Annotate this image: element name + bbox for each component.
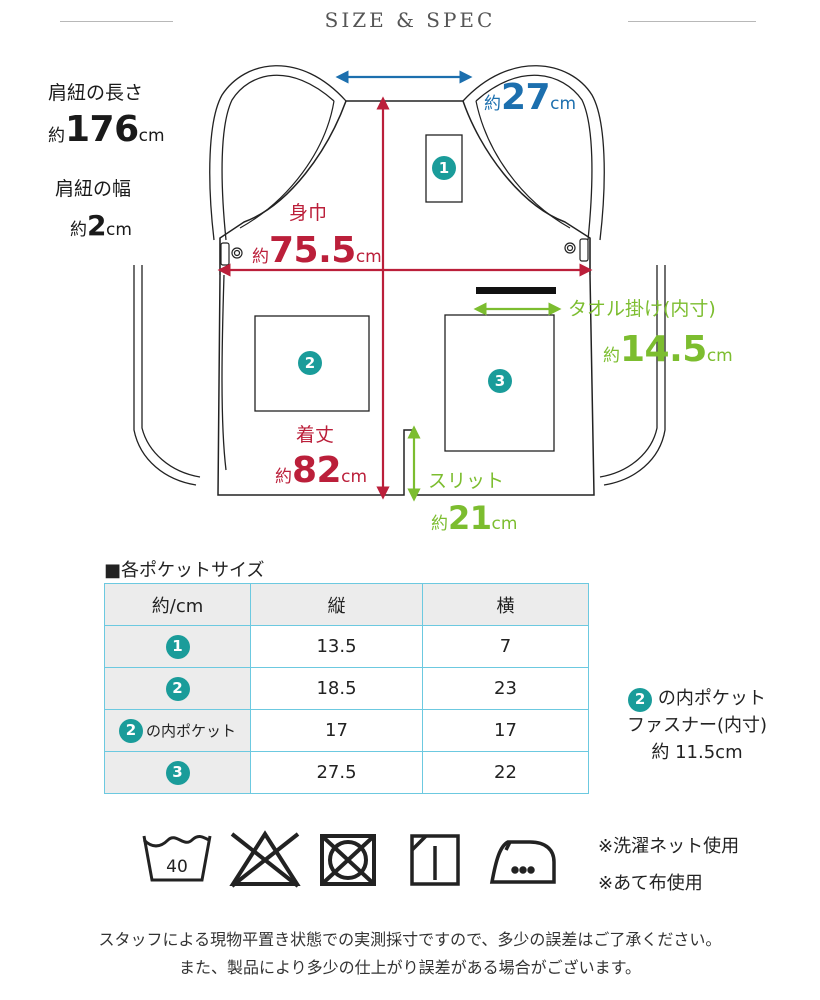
care-note-cloth: ※あて布使用 [598, 873, 703, 894]
towel-hanger-label: タオル掛け(内寸) [568, 298, 716, 320]
care-note-net: ※洗濯ネット使用 [598, 836, 740, 857]
table-row: 2 18.5 23 [104, 667, 589, 710]
strap-length-label: 肩紐の長さ [48, 82, 144, 104]
header-rule-right [628, 21, 756, 22]
table-row: 1 13.5 7 [104, 625, 589, 668]
pocket-2-badge: 2 [298, 351, 322, 375]
strap-length-value: 約176cm [48, 109, 165, 150]
shoulder-strap-right [462, 65, 666, 486]
care-icons: 40 [142, 830, 556, 888]
table-header-cell: 横 [422, 583, 589, 626]
length-label: 着丈 [296, 424, 335, 446]
pocket-1-badge: 1 [432, 156, 456, 180]
side-buckle-right-icon [564, 238, 589, 262]
slit-label: スリット [428, 470, 505, 492]
strap-width-value: 約2cm [70, 209, 132, 242]
table-cell-tate: 27.5 [250, 751, 423, 794]
zipper-note-line3: 約 11.5cm [651, 742, 743, 763]
row-label: 2 [104, 667, 251, 710]
zipper-note-line2: ファスナー(内寸) [626, 715, 768, 736]
body-width-value: 約75.5cm [252, 230, 382, 271]
table-cell-yoko: 17 [422, 709, 589, 752]
iron-low-icon [489, 840, 556, 884]
table-cell-tate: 18.5 [250, 667, 423, 710]
pocket-badge: 2 [118, 718, 143, 743]
apron-diagram [133, 65, 666, 502]
row-label: 3 [104, 751, 251, 794]
shoulder-strap-left [133, 65, 347, 486]
towel-hanger-value: 約14.5cm [603, 329, 733, 370]
towel-bar [476, 287, 556, 294]
header-rule-left [60, 21, 173, 22]
table-header-cell: 縦 [250, 583, 423, 626]
body-width-label: 身巾 [289, 202, 328, 224]
pocket-badge: 2 [628, 687, 653, 712]
apron-body-outline [217, 100, 595, 496]
table-cell-yoko: 7 [422, 625, 589, 668]
table-cell-yoko: 22 [422, 751, 589, 794]
inner-pocket-label: の内ポケット [145, 721, 236, 740]
wash-40-icon: 40 [142, 834, 212, 882]
line-dry-shade-icon [410, 834, 460, 886]
table-header-cell: 約/cm [104, 583, 251, 626]
svg-text:40: 40 [166, 857, 188, 877]
table-cell-tate: 13.5 [250, 625, 423, 668]
zipper-note: 2 の内ポケット ファスナー(内寸) 約 11.5cm [612, 685, 782, 766]
table-cell-tate: 17 [250, 709, 423, 752]
pocket-badge: 2 [165, 676, 190, 701]
page-title: SIZE & SPEC [324, 8, 496, 32]
row-label: 1 [104, 625, 251, 668]
pocket-badge: 3 [165, 760, 190, 785]
footer-note-line1: スタッフによる現物平置き状態での実測採寸ですので、多少の誤差はご了承ください。 [98, 930, 722, 949]
slit-value: 約21cm [431, 499, 518, 537]
pocket-table-title: ■各ポケットサイズ [104, 560, 265, 581]
no-tumble-dry-icon [320, 834, 376, 886]
table-header-row: 約/cm 縦 横 [104, 583, 589, 626]
table-cell-yoko: 23 [422, 667, 589, 710]
pocket-2 [254, 315, 370, 412]
neck-width-value: 約27cm [484, 77, 577, 118]
pocket-1 [425, 134, 463, 203]
pocket-3-badge: 3 [488, 369, 512, 393]
side-buckle-left-icon [220, 242, 243, 266]
zipper-note-line1: 2 の内ポケット [612, 685, 782, 712]
table-row: 3 27.5 22 [104, 751, 589, 794]
strap-width-label: 肩紐の幅 [55, 178, 132, 200]
footer-note-line2: また、製品により多少の仕上がり誤差がある場合がございます。 [178, 958, 642, 977]
length-value: 約82cm [275, 450, 368, 491]
no-bleach-icon [229, 830, 301, 888]
pocket-badge: 1 [165, 634, 190, 659]
